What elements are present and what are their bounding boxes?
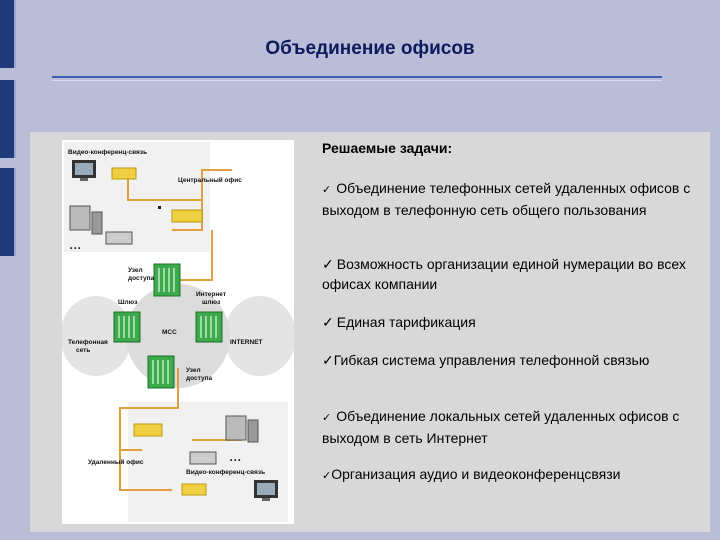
task-item-4: ✓Гибкая система управления телефонной св… — [322, 350, 702, 370]
label-internet-gateway-b: шлюз — [202, 299, 221, 306]
label-access-node-2b: доступа — [186, 375, 213, 382]
label-access-node-1a: Узел — [128, 267, 143, 274]
label-phone-network-a: Телефонная — [68, 339, 108, 346]
access-node-2-icon — [147, 355, 175, 389]
left-bar-2 — [0, 80, 16, 158]
remote-router-icon — [133, 423, 163, 437]
title-underline-highlight — [52, 80, 662, 81]
label-internet: INTERNET — [230, 339, 263, 346]
internet-cloud — [224, 296, 296, 376]
top-phone-icon — [105, 231, 133, 245]
task-item-3: ✓Единая тарификация — [322, 312, 702, 332]
svg-text:• • •: • • • — [230, 457, 241, 464]
label-gateway: Шлюз — [118, 299, 138, 306]
checkmark-icon: ✓ — [322, 352, 334, 368]
task-text: Возможность организации единой нумерации… — [322, 256, 686, 292]
top-camera-icon — [111, 167, 137, 180]
task-text: Организация аудио и видеоконференцсвязи — [331, 466, 621, 482]
label-central-office: Центральный офис — [178, 176, 242, 184]
task-text: Объединение телефонных сетей удаленных о… — [322, 180, 691, 218]
checkmark-icon: ✓ — [322, 256, 334, 272]
network-diagram: • • • • • • Видео-конференц-связь Центра… — [60, 140, 296, 524]
label-video-conf-top: Видео-конференц-связь — [68, 149, 147, 156]
task-text: Гибкая система управления телефонной свя… — [333, 352, 650, 368]
task-item-5: ✓Объединение локальных сетей удаленных о… — [322, 406, 702, 448]
bottom-phone-icon — [189, 451, 217, 465]
tasks-heading: Решаемые задачи: — [322, 140, 453, 156]
checkmark-icon: ✓ — [322, 470, 332, 482]
bottom-pc-icon — [225, 415, 247, 441]
label-internet-gateway-a: Интернет — [196, 291, 226, 298]
task-item-2: ✓Возможность организации единой нумераци… — [322, 254, 702, 294]
checkmark-icon: ✓ — [322, 314, 334, 330]
label-access-node-1b: доступа — [128, 275, 155, 282]
left-bar-3 — [0, 168, 16, 256]
label-remote-office: Удаленный офис — [88, 458, 144, 466]
label-mss: МСС — [162, 329, 177, 336]
left-bar-1 — [0, 0, 16, 68]
top-office-panel — [64, 142, 210, 252]
slide-title: Объединение офисов — [265, 38, 475, 59]
top-pc-icon — [69, 205, 91, 231]
task-text: Объединение локальных сетей удаленных оф… — [322, 408, 680, 446]
svg-text:• • •: • • • — [70, 245, 81, 252]
title-underline — [52, 76, 662, 78]
central-router-icon — [171, 209, 203, 223]
label-phone-network-b: сеть — [76, 347, 90, 354]
network-diagram-svg: • • • • • • Видео-конференц-связь Центра… — [60, 142, 296, 522]
internet-gateway-icon — [195, 311, 223, 343]
task-item-1: ✓Объединение телефонных сетей удаленных … — [322, 178, 702, 220]
checkmark-icon: ✓ — [322, 412, 332, 424]
label-video-conf-bottom: Видео-конференц-связь — [186, 469, 265, 476]
gateway-icon — [113, 311, 141, 343]
checkmark-icon: ✓ — [322, 184, 332, 196]
bottom-camera-icon — [181, 483, 207, 496]
label-access-node-2a: Узел — [186, 367, 201, 374]
task-text: Единая тарификация — [336, 314, 476, 330]
access-node-1-icon — [153, 263, 181, 297]
task-item-6: ✓Организация аудио и видеоконференцсвязи — [322, 464, 702, 486]
